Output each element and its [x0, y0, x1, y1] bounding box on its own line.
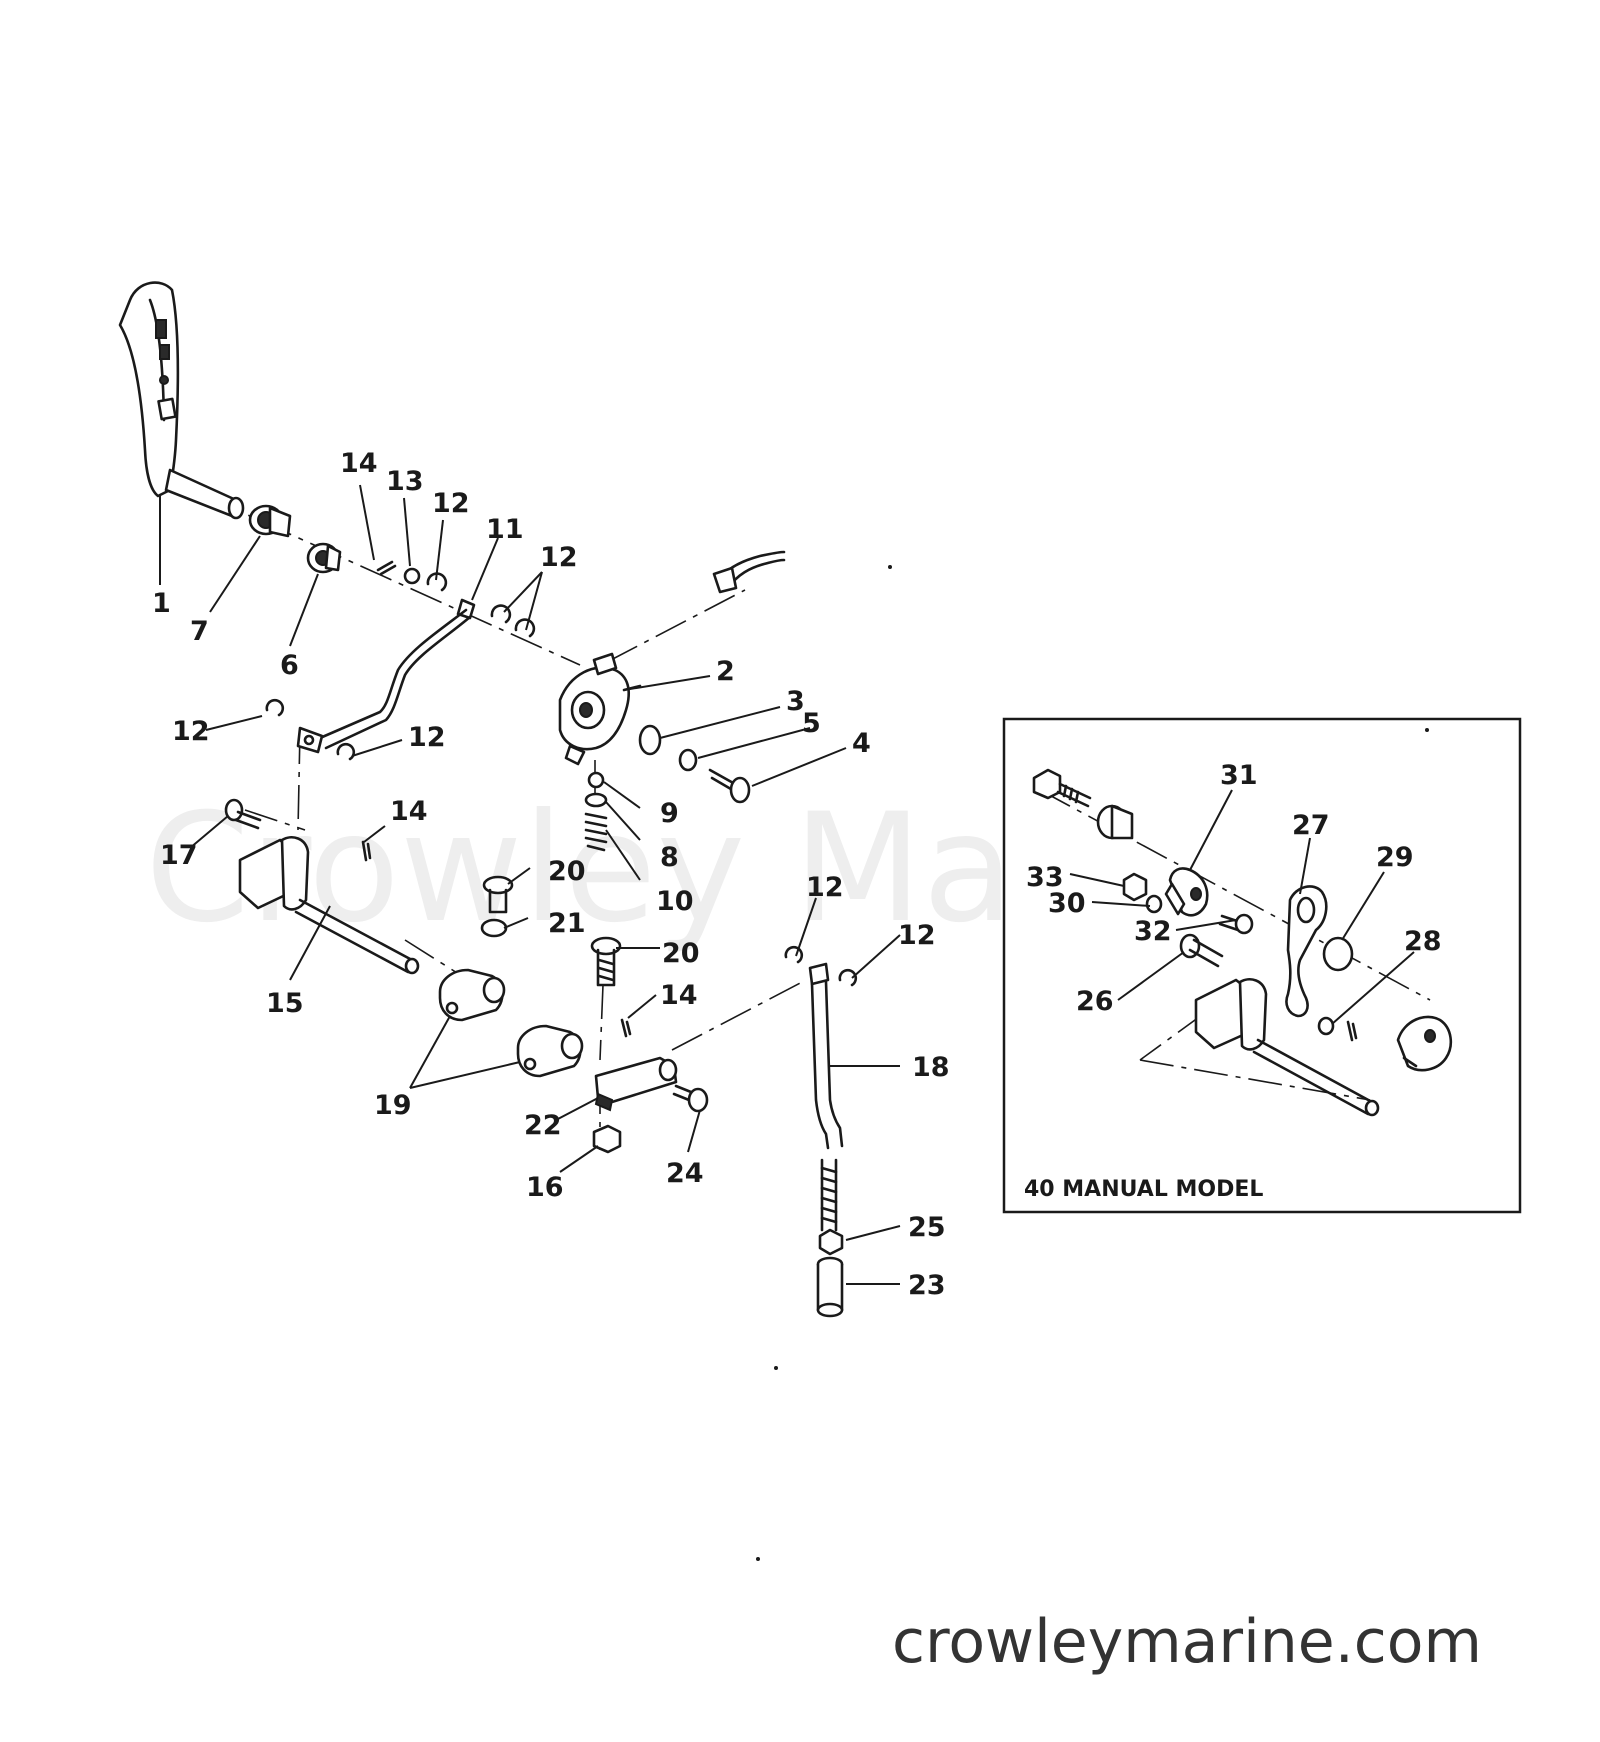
callout-5: 5: [802, 708, 821, 739]
callout-10: 10: [656, 886, 694, 917]
inset-screw-part-32: [1218, 913, 1254, 935]
callout-15: 15: [266, 988, 304, 1019]
throttle-handle-part: [118, 281, 245, 520]
callout-20-upper: 20: [548, 856, 586, 887]
bolt-part-20-lower: [590, 936, 622, 987]
callout-16: 16: [526, 1172, 564, 1203]
throttle-cable-part: [712, 550, 786, 594]
nut-part-25: [818, 1228, 844, 1256]
inset-washer-part-28: [1317, 1016, 1335, 1036]
screw-part-4: [708, 768, 751, 804]
link-rod-part-11: [296, 598, 476, 754]
callout-29: 29: [1376, 842, 1414, 873]
callout-12-top: 12: [432, 488, 470, 519]
callout-12-left: 12: [172, 716, 210, 747]
callout-12-link: 12: [408, 722, 446, 753]
callout-25: 25: [908, 1212, 946, 1243]
clamps-part-19: [438, 968, 584, 1078]
leader-lines: [159, 484, 901, 1285]
inset-nut-part-33: [1122, 872, 1148, 902]
callout-7: 7: [190, 616, 209, 647]
callout-22: 22: [524, 1110, 562, 1141]
callout-13: 13: [386, 466, 424, 497]
callout-23: 23: [908, 1270, 946, 1301]
washer-part-5: [678, 748, 698, 772]
callout-31: 31: [1220, 760, 1258, 791]
callout-24: 24: [666, 1158, 704, 1189]
inset-part-31: [1164, 867, 1209, 917]
callout-numbers: 1 7 6 14 13 12 11 12 2 3 5 4 12 12 14 9 …: [152, 448, 950, 1301]
callout-4: 4: [852, 728, 871, 759]
callout-19: 19: [374, 1090, 412, 1121]
inset-washer-part-30: [1145, 894, 1163, 914]
callout-27: 27: [1292, 810, 1330, 841]
callout-6: 6: [280, 650, 299, 681]
inset-throttle-shaft: [1194, 978, 1380, 1117]
callout-2: 2: [716, 656, 735, 687]
washer-part-21: [480, 918, 508, 938]
lever-part-22: [594, 1056, 678, 1112]
connector-part-23: [816, 1256, 844, 1318]
callout-12-rod-right: 12: [898, 920, 936, 951]
throttle-shaft-part-15: [238, 836, 420, 975]
screw-part-20-upper: [482, 875, 514, 914]
callout-12-rod-left: 12: [806, 872, 844, 903]
callout-8: 8: [660, 842, 679, 873]
washer-part-13: [403, 567, 421, 585]
spring-cap-part-8: [584, 792, 608, 808]
bushing-part-6: [306, 542, 342, 574]
detent-ball-part-9: [587, 771, 605, 789]
callout-14-mid: 14: [390, 796, 428, 827]
callout-14-lower: 14: [660, 980, 698, 1011]
inset-bolt: [1032, 768, 1092, 808]
spring-part-10: [584, 812, 608, 852]
callout-26: 26: [1076, 986, 1114, 1017]
screw-part-17: [224, 798, 262, 830]
cotter-pin-part-14-lower: [620, 1018, 632, 1038]
callout-30: 30: [1048, 888, 1086, 919]
callout-20-lower: 20: [662, 938, 700, 969]
callout-18: 18: [912, 1052, 950, 1083]
callout-33: 33: [1026, 862, 1064, 893]
callout-17: 17: [160, 840, 198, 871]
screw-part-24: [672, 1084, 709, 1113]
inset-leader-lines: [1069, 789, 1415, 1025]
threaded-rod: [820, 1158, 838, 1232]
callout-3: 3: [786, 686, 805, 717]
inset-arm-part-27: [1285, 885, 1328, 1018]
callout-28: 28: [1404, 926, 1442, 957]
callout-12-pair: 12: [540, 542, 578, 573]
inset-screw-part-26: [1179, 933, 1224, 968]
callout-21: 21: [548, 908, 586, 939]
footer-url: crowleymarine.com: [892, 1607, 1482, 1677]
inset-title: 40 MANUAL MODEL: [1024, 1177, 1263, 1202]
inset-pin: [1346, 1020, 1358, 1042]
callout-1: 1: [152, 588, 171, 619]
inset-manual-model: 31 27 29 33 30 32 28 26 40 MANUAL MODEL: [1002, 717, 1522, 1214]
cotter-pin-part-14: [376, 560, 397, 576]
cam-plate-part-2: [558, 652, 642, 766]
nut-part-16: [592, 1124, 622, 1154]
cotter-pin-part-14-mid: [361, 840, 372, 862]
callout-9: 9: [660, 798, 679, 829]
washer-part-3: [638, 724, 662, 756]
inset-bushing: [1096, 804, 1134, 840]
inset-cam: [1396, 1015, 1453, 1072]
callout-11: 11: [486, 514, 524, 545]
callout-14-top: 14: [340, 448, 378, 479]
callout-32: 32: [1134, 916, 1172, 947]
inset-washer-part-29: [1322, 936, 1354, 972]
throttle-link-part-18: [808, 962, 844, 1150]
bushing-part-7: [248, 504, 292, 538]
